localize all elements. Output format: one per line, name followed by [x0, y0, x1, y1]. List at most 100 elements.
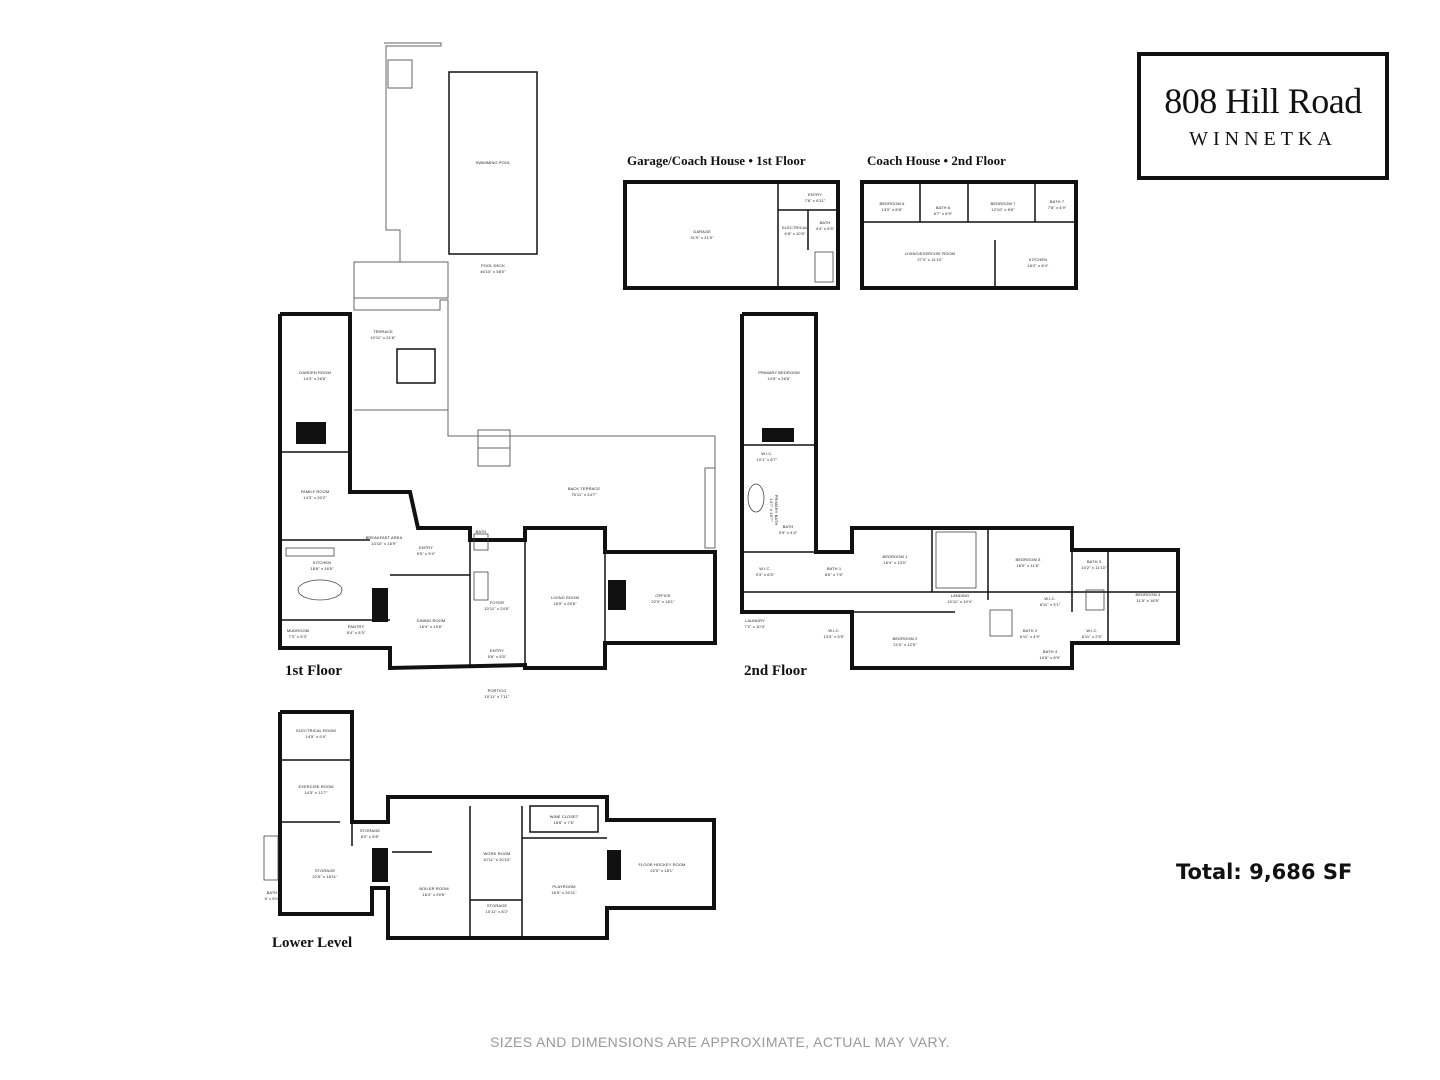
room-bath-small-size: 3'9" x 4'4": [779, 530, 798, 535]
fireplace-1f: [296, 422, 326, 444]
room-swimming-pool: SWIMMING POOL: [476, 160, 512, 165]
room-hockey-size: 22'0" x 18'1": [650, 868, 674, 873]
coach-first-floor-label: Garage/Coach House • 1st Floor: [627, 153, 806, 168]
room-coach-bath-size: 4'4" x 5'5": [816, 226, 835, 231]
room-entry2-size: 5'6" x 5'5": [488, 654, 507, 659]
room-wic2-size: 9'3" x 6'5": [756, 572, 775, 577]
room-laundry-size: 7'2" x 10'3": [745, 624, 766, 629]
room-foyer-size: 10'11" x 24'5": [484, 606, 510, 611]
room-bath6-size: 6'7" x 6'9": [934, 211, 953, 216]
property-title-box: 808 Hill Road WINNETKA: [1137, 52, 1389, 180]
room-playroom-name: PLAYROOM: [552, 884, 575, 889]
bath-1f-fixture: [473, 533, 489, 551]
room-wine-size: 16'6" x 7'6": [554, 820, 575, 825]
swimming-pool: [448, 71, 538, 255]
back-terrace-outline: [354, 409, 449, 436]
room-pool-deck-name: POOL DECK: [481, 263, 505, 268]
room-bedroom1-size: 16'4" x 13'0": [883, 560, 907, 565]
room-garden-name: GARDEN ROOM: [299, 370, 331, 375]
property-address: 808 Hill Road: [1164, 81, 1362, 121]
room-primary-size: 14'5" x 26'6": [767, 376, 791, 381]
room-pool-deck-size: 46'10" x 58'0": [480, 269, 506, 274]
room-primary-bath: PRIMARY BATH: [774, 495, 779, 526]
room-wic5-name: W.I.C.: [1086, 628, 1098, 633]
2f-tub: [747, 483, 765, 513]
terrace-outline: [353, 262, 716, 549]
room-coach-entry-name: ENTRY: [808, 192, 822, 197]
room-living-exercise-size: 27'3" x 11'10": [917, 257, 943, 262]
room-living-name: LIVING ROOM: [551, 595, 579, 600]
room-storage3-size: 10'11" x 8'2": [486, 909, 509, 914]
garage-outline: [623, 180, 840, 290]
room-bath7-name: BATH 7: [1050, 199, 1065, 204]
room-bath4-size: 10'6" x 8'9": [1040, 655, 1061, 660]
room-wine-name: WINE CLOSET: [550, 814, 579, 819]
room-bath2-size: 6'11" x 4'9": [1020, 634, 1041, 639]
room-wic-primary-name: W.I.C.: [761, 451, 773, 456]
room-storage2-size: 22'5" x 18'11": [312, 874, 338, 879]
room-bedroom7-name: BEDROOM 7: [991, 201, 1017, 206]
room-bedroom7-size: 12'10" x 8'8": [991, 207, 1015, 212]
room-primary-name: PRIMARY BEDROOM: [758, 370, 799, 375]
room-entry2-name: ENTRY: [490, 648, 504, 653]
room-kitchen-size: 18'8" x 16'5": [310, 566, 334, 571]
room-bath3-name: BATH 3: [1087, 559, 1102, 564]
room-electrical-size: 6'8" x 10'5": [785, 231, 806, 236]
2f-fireplace: [762, 428, 794, 442]
pool-terrace-outline: [353, 42, 716, 549]
room-mudroom-size: 7'3" x 5'3": [289, 634, 308, 639]
2f-shower: [989, 609, 1013, 637]
room-electrical-room-size: 14'5" x 9'4": [306, 734, 327, 739]
first-floor-room-labels: SWIMMING POOL POOL DECK 46'10" x 58'0" T…: [287, 160, 675, 699]
room-bath2-name: BATH 2: [1023, 628, 1038, 633]
stair-1f: [473, 571, 489, 601]
lower-level-room-labels: ELECTRICAL ROOM 14'5" x 9'4" EXERCISE RO…: [265, 728, 686, 914]
room-garage-size: 31'9" x 21'9": [690, 235, 714, 240]
room-storage3-name: STORAGE: [487, 903, 507, 908]
ll-wine-closet: [529, 805, 599, 833]
room-wic4-size: 6'11" x 3'1": [1040, 602, 1061, 607]
room-pantry-size: 5'4" x 5'3": [347, 630, 366, 635]
room-electrical-name: ELECTRICAL: [782, 225, 808, 230]
room-terrace-name: TERRACE: [373, 329, 393, 334]
kitchen-counter: [285, 547, 335, 557]
ll-stair: [263, 835, 279, 881]
second-floor-outline: [740, 312, 1180, 670]
second-floor-room-labels: PRIMARY BEDROOM 14'5" x 26'6" W.I.C. 10'…: [745, 370, 1162, 660]
room-family-name: FAMILY ROOM: [301, 489, 330, 494]
room-bath3-size: 10'2" x 11'10": [1081, 565, 1107, 570]
ll-fireplace: [372, 848, 388, 882]
room-laundry-name: LAUNDRY: [745, 618, 765, 623]
room-bedroom3-name: BEDROOM 3: [1016, 557, 1042, 562]
room-bath-ll-name: BATH: [267, 890, 278, 895]
room-bath7-size: 7'8" x 4'9": [1048, 205, 1067, 210]
room-pantry-name: PANTRY: [348, 624, 365, 629]
room-wic3-name: W.I.C.: [828, 628, 840, 633]
room-wic-primary-size: 10'1" x 8'7": [757, 457, 778, 462]
room-coach-kitchen-name: KITCHEN: [1029, 257, 1047, 262]
room-storage1-name: STORAGE: [360, 828, 380, 833]
room-bath1f-name: BATH: [476, 529, 487, 534]
coach-house-first-floor: GARAGE 31'9" x 21'9" ENTRY 7'8" x 6'11" …: [623, 153, 840, 290]
room-wic2-name: W.I.C.: [759, 566, 771, 571]
ll-fireplace-2: [607, 850, 621, 880]
coach-second-floor-label: Coach House • 2nd Floor: [867, 153, 1006, 168]
room-boiler-name: BOILER ROOM: [419, 886, 448, 891]
room-primary-bath-size: 14'7" x 16'7": [769, 498, 774, 522]
room-exercise-size: 14'3" x 12'7": [304, 790, 328, 795]
garage-stair: [814, 251, 834, 283]
room-bedroom2-name: BEDROOM 2: [893, 636, 919, 641]
room-mudroom-name: MUDROOM: [287, 628, 309, 633]
lower-level-plan: ELECTRICAL ROOM 14'5" x 9'4" EXERCISE RO…: [263, 710, 716, 951]
room-playroom-size: 16'9" x 20'11": [551, 890, 577, 895]
room-office-name: OFFICE: [655, 593, 670, 598]
room-work-name: WORK ROOM: [484, 851, 511, 856]
room-bedroom1-name: BEDROOM 1: [883, 554, 909, 559]
room-hockey-name: FLOOR HOCKEY ROOM: [639, 862, 686, 867]
room-wic5-size: 6'11" x 2'5": [1082, 634, 1103, 639]
room-bath1-size: 8'6" x 7'6": [825, 572, 844, 577]
fireplace-office: [608, 580, 626, 610]
room-bedroom4-name: BEDROOM 4: [1136, 592, 1162, 597]
room-foyer-name: FOYER: [490, 600, 504, 605]
first-floor-plan: SWIMMING POOL POOL DECK 46'10" x 58'0" T…: [278, 160, 717, 699]
